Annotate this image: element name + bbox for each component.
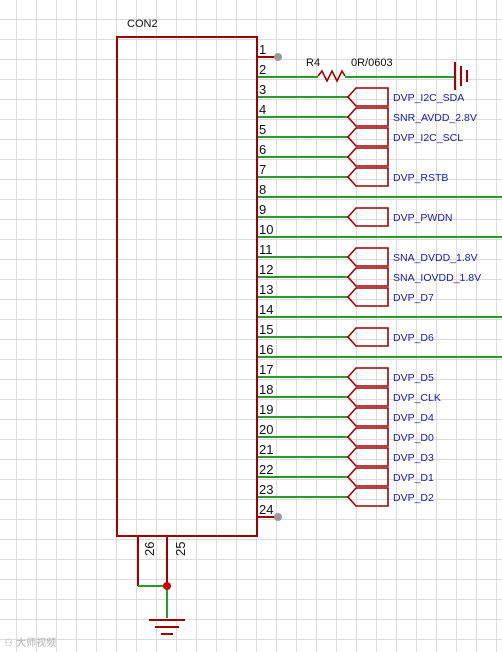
- pin-number-17: 17: [259, 362, 273, 377]
- net-label-flag: [346, 467, 389, 487]
- net-label-flag: [346, 107, 389, 127]
- pin-number-24: 24: [259, 502, 273, 517]
- net-label-text: DVP_I2C_SDA: [393, 92, 464, 104]
- pin-number-6: 6: [259, 142, 266, 157]
- net-label-flag: [346, 387, 389, 407]
- resistor-ref: R4: [306, 57, 320, 69]
- no-connect-marker: [274, 53, 282, 61]
- pin-number-3: 3: [259, 82, 266, 97]
- no-connect-marker: [274, 513, 282, 521]
- net-label-text: DVP_PWDN: [393, 212, 453, 224]
- net-label-text: DVP_D4: [393, 412, 434, 424]
- pin-number-23: 23: [259, 482, 273, 497]
- resistor-value: 0R/0603: [351, 57, 393, 69]
- wires-layer: [257, 53, 502, 521]
- net-label-text: SNR_AVDD_2.8V: [393, 112, 477, 124]
- pin-number-26: 26: [142, 542, 157, 556]
- pin-number-25: 25: [173, 542, 188, 556]
- connector-ref: CON2: [127, 18, 158, 30]
- ground-symbol: [149, 619, 185, 635]
- pin-number-14: 14: [259, 302, 273, 317]
- net-label-text: DVP_D0: [393, 432, 434, 444]
- junction-dot: [163, 582, 171, 590]
- pin-number-4: 4: [259, 102, 266, 117]
- net-label-flag: [346, 487, 389, 507]
- pin-number-21: 21: [259, 442, 273, 457]
- chassis-ground-symbol: [454, 62, 468, 90]
- net-labels-layer: DVP_I2C_SDA SNR_AVDD_2.8V DVP_I2C_SCL DVP_R…: [346, 87, 481, 507]
- connector-body: [116, 36, 258, 537]
- pin-number-8: 8: [259, 182, 266, 197]
- net-label-flag: [346, 147, 389, 167]
- net-label-flag: [346, 447, 389, 467]
- net-label-flag: [346, 247, 389, 267]
- resistor-symbol: [317, 69, 346, 83]
- net-label-flag: [346, 287, 389, 307]
- net-label-flag: [346, 427, 389, 447]
- net-label-text: DVP_D6: [393, 332, 434, 344]
- pin-number-19: 19: [259, 402, 273, 417]
- pin-number-5: 5: [259, 122, 266, 137]
- net-label-text: DVP_RSTB: [393, 172, 448, 184]
- pin-number-9: 9: [259, 202, 266, 217]
- net-label-text: SNA_DVDD_1.8V: [393, 252, 478, 264]
- pin-number-1: 1: [259, 42, 266, 57]
- pin-number-2: 2: [259, 62, 266, 77]
- net-label-flag: [346, 267, 389, 287]
- net-label-text: DVP_D2: [393, 492, 434, 504]
- pin-number-7: 7: [259, 162, 266, 177]
- net-label-flag: [346, 407, 389, 427]
- net-label-flag: [346, 87, 389, 107]
- net-label-text: DVP_I2C_SCL: [393, 132, 463, 144]
- net-label-flag: [346, 327, 389, 347]
- pin-number-13: 13: [259, 282, 273, 297]
- net-label-text: DVP_D1: [393, 472, 434, 484]
- net-label-text: DVP_D7: [393, 292, 434, 304]
- pin-number-20: 20: [259, 422, 273, 437]
- net-label-text: DVP_D3: [393, 452, 434, 464]
- pin-number-15: 15: [259, 322, 273, 337]
- watermark: ⚇ 大师视频: [4, 638, 57, 649]
- net-label-flag: [346, 207, 389, 227]
- pin-number-12: 12: [259, 262, 273, 277]
- pin-number-16: 16: [259, 342, 273, 357]
- net-label-text: SNA_IOVDD_1.8V: [393, 272, 481, 284]
- pin-number-10: 10: [259, 222, 273, 237]
- pin-number-22: 22: [259, 462, 273, 477]
- net-label-text: DVP_D5: [393, 372, 434, 384]
- pin-number-18: 18: [259, 382, 273, 397]
- bottom-ground-net: [137, 536, 171, 618]
- net-label-flag: [346, 127, 389, 147]
- net-label-flag: [346, 367, 389, 387]
- pin-number-11: 11: [259, 242, 273, 257]
- net-label-flag: [346, 167, 389, 187]
- net-label-text: DVP_CLK: [393, 392, 441, 404]
